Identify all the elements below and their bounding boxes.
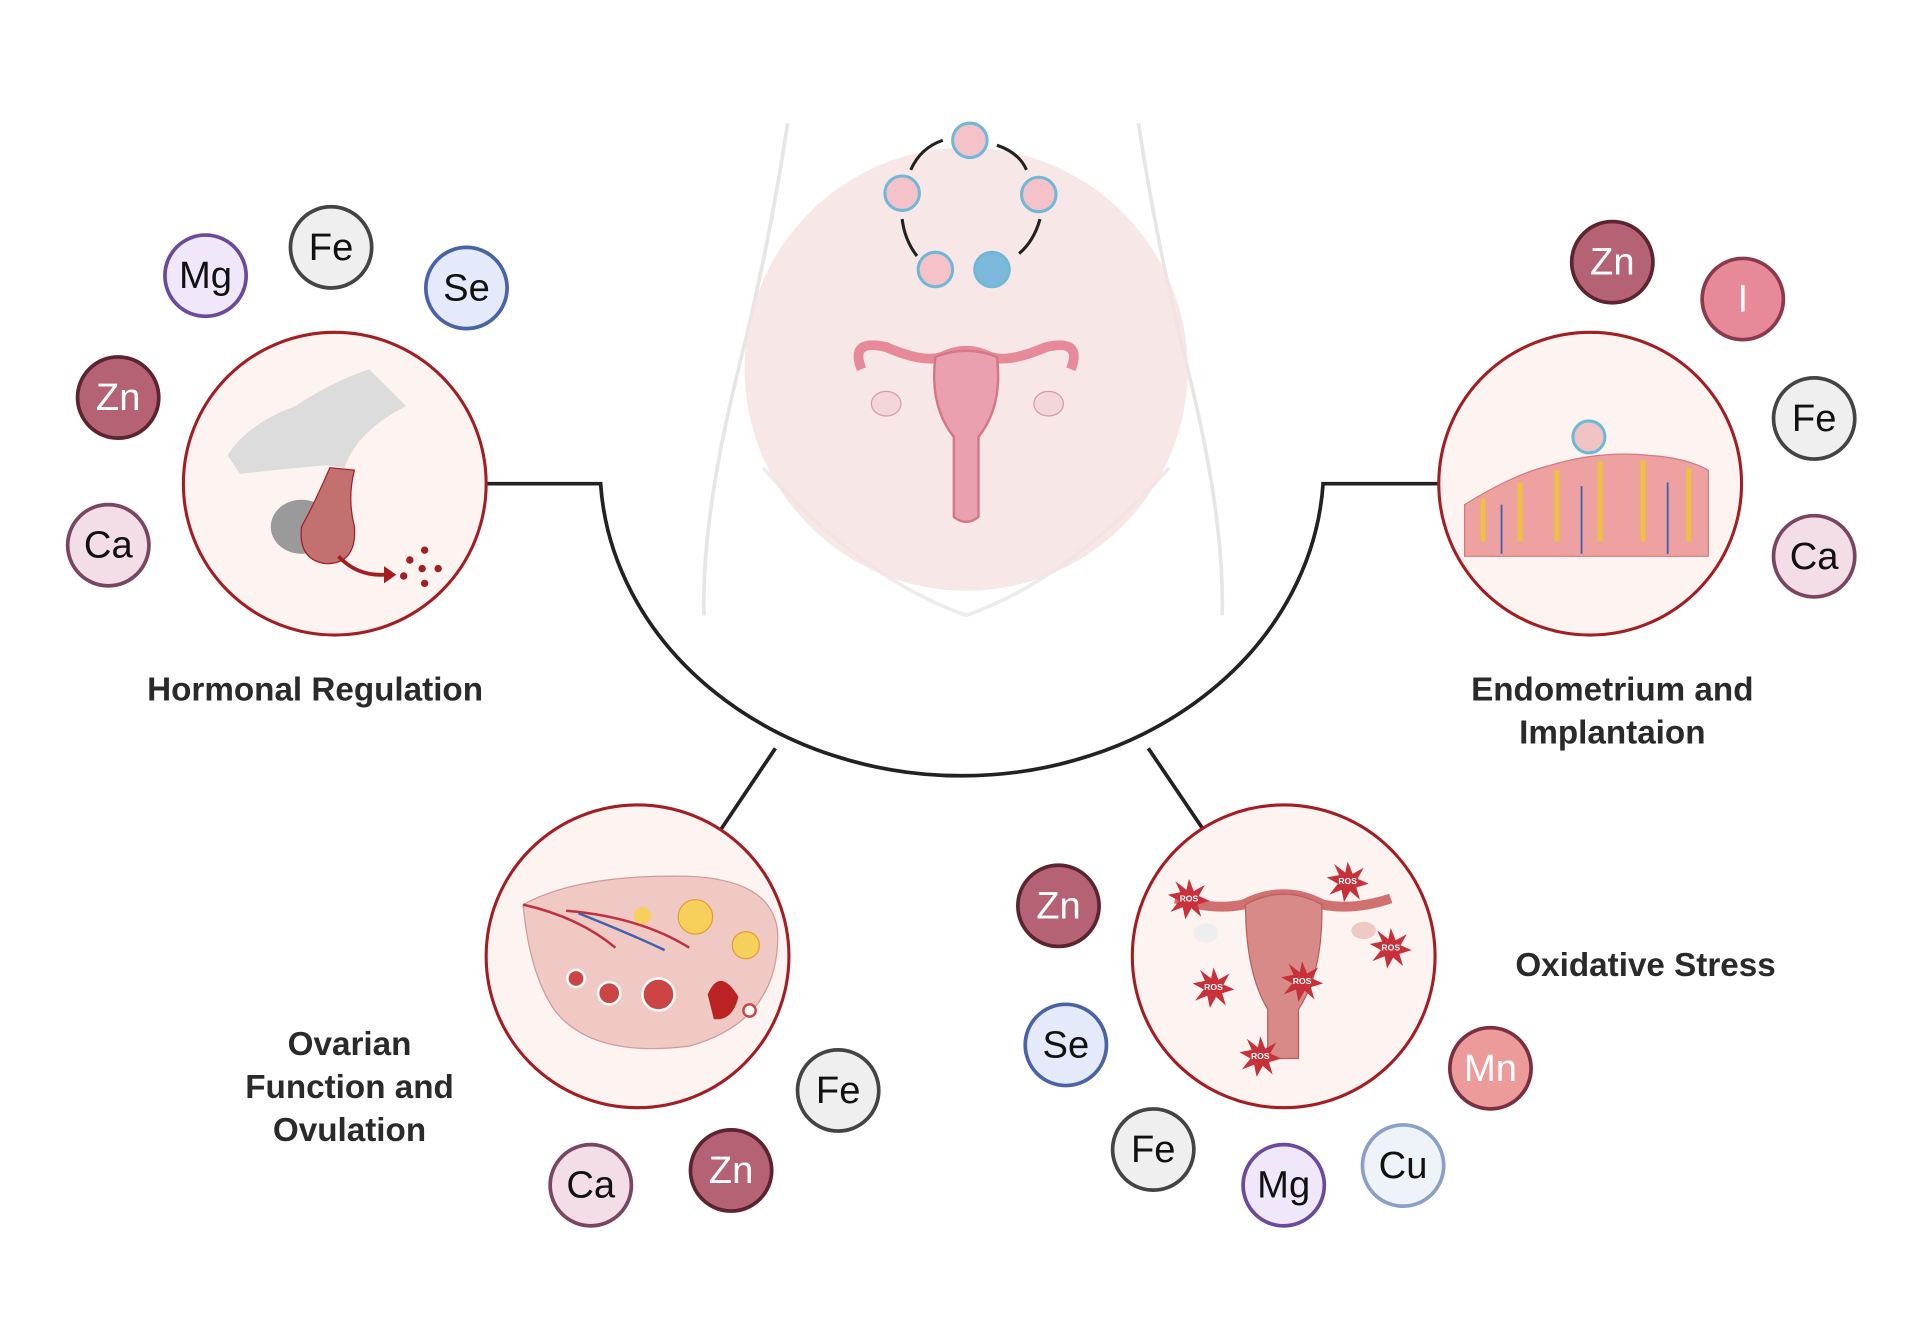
mg-element-bubble: Mg: [1241, 1142, 1327, 1228]
element-circle: [65, 502, 151, 588]
svg-text:ROS: ROS: [1180, 893, 1199, 903]
ca-element-bubble: Ca: [65, 502, 151, 588]
element-symbol: Fe: [1792, 397, 1837, 440]
hormonal-regulation-label: Hormonal Regulation: [147, 671, 483, 708]
element-symbol: Cu: [1379, 1144, 1428, 1187]
element-symbol: Fe: [309, 226, 354, 269]
element-symbol: Se: [443, 266, 490, 309]
element-circle: [1110, 1107, 1196, 1193]
ca-element-bubble: Ca: [548, 1142, 634, 1228]
svg-text:ROS: ROS: [1293, 976, 1312, 986]
endometrium-label-line1: Endometrium and: [1471, 671, 1753, 708]
mn-element-bubble: Mn: [1448, 1025, 1533, 1111]
ovarian-label-line3: Ovulation: [273, 1112, 426, 1149]
element-circle: [1241, 1142, 1327, 1228]
element-symbol: Zn: [709, 1149, 754, 1192]
element-circle: [288, 204, 374, 290]
endometrium-tissue-icon: [1464, 419, 1709, 557]
element-symbol: Ca: [84, 524, 134, 567]
element-circle: [688, 1128, 774, 1213]
zn-element-bubble: Zn: [688, 1128, 774, 1213]
fe-element-bubble: Fe: [1771, 376, 1857, 461]
endometrium-implantation-panel: Endometrium and Implantaion: [1437, 330, 1754, 751]
se-element-bubble: Se: [424, 245, 509, 331]
fe-element-bubble: Fe: [795, 1048, 881, 1133]
ros-star-icon: ROS: [1326, 861, 1369, 903]
embryo-cycle-icon: [883, 121, 1058, 289]
element-circle: [795, 1048, 881, 1133]
element-circle: [75, 355, 161, 440]
fe-element-bubble: Fe: [1110, 1107, 1196, 1193]
oxidative-stress-label: Oxidative Stress: [1515, 947, 1775, 984]
svg-text:ROS: ROS: [1381, 943, 1400, 953]
element-symbol: Zn: [96, 376, 141, 419]
ros-star-icon: ROS: [1281, 961, 1324, 1002]
fe-element-bubble: Fe: [288, 204, 374, 290]
element-circle: [1360, 1123, 1446, 1209]
pituitary-gland-icon: [227, 369, 442, 588]
zn-element-bubble: Zn: [75, 355, 161, 440]
zn-element-bubble: Zn: [1016, 863, 1101, 949]
ovary-icon: [522, 875, 779, 1050]
element-symbol: Fe: [1131, 1128, 1176, 1171]
element-circle: [1016, 863, 1101, 949]
element-symbol: Ca: [566, 1164, 616, 1207]
ovarian-function-panel: Ovarian Function and Ovulation: [245, 803, 791, 1149]
mg-element-bubble: Mg: [163, 233, 248, 319]
ros-star-icon: ROS: [1239, 1036, 1282, 1077]
ovarian-label-line2: Function and: [245, 1069, 454, 1106]
i-element-bubble: I: [1700, 256, 1786, 342]
ovarian-label-line1: Ovarian: [288, 1026, 412, 1063]
ros-star-icon: ROS: [1369, 928, 1412, 969]
element-circle: [163, 233, 248, 319]
endometrium-label-line2: Implantaion: [1519, 714, 1705, 751]
cu-element-bubble: Cu: [1360, 1123, 1446, 1209]
ros-star-icon: ROS: [1168, 878, 1210, 920]
element-symbol: Se: [1043, 1023, 1090, 1066]
svg-text:ROS: ROS: [1338, 876, 1357, 886]
element-circle: [1771, 376, 1857, 461]
element-circle: [1700, 256, 1786, 342]
element-symbol: Zn: [1590, 241, 1635, 284]
element-circle: [1771, 513, 1857, 599]
female-body-illustration: [702, 121, 1225, 618]
uterus-ros-icon: ROS ROS ROS ROS ROS ROS: [1168, 861, 1412, 1077]
hormonal-regulation-panel: Hormonal Regulation: [147, 330, 488, 708]
element-symbol: Ca: [1790, 535, 1840, 578]
element-symbol: I: [1737, 278, 1748, 321]
element-circle: [548, 1142, 634, 1228]
ca-element-bubble: Ca: [1771, 513, 1857, 599]
oxidative-stress-panel: ROS ROS ROS ROS ROS ROS Oxidative Stress: [1130, 803, 1776, 1110]
element-symbol: Fe: [816, 1069, 861, 1112]
element-symbol: Zn: [1036, 884, 1081, 927]
ros-star-icon: ROS: [1192, 967, 1235, 1008]
element-symbol: Mg: [1257, 1164, 1310, 1207]
element-circle: [1448, 1025, 1533, 1111]
element-circle: [1023, 1002, 1109, 1088]
se-element-bubble: Se: [1023, 1002, 1109, 1088]
element-symbol: Mn: [1464, 1047, 1517, 1090]
element-circle: [424, 245, 509, 331]
zn-element-bubble: Zn: [1569, 219, 1655, 305]
element-symbol: Mg: [179, 254, 232, 297]
element-circle: [1569, 219, 1655, 305]
svg-text:ROS: ROS: [1204, 982, 1223, 992]
uterus-icon: [853, 340, 1079, 524]
svg-text:ROS: ROS: [1251, 1051, 1270, 1061]
connector-lines: [486, 481, 1440, 832]
